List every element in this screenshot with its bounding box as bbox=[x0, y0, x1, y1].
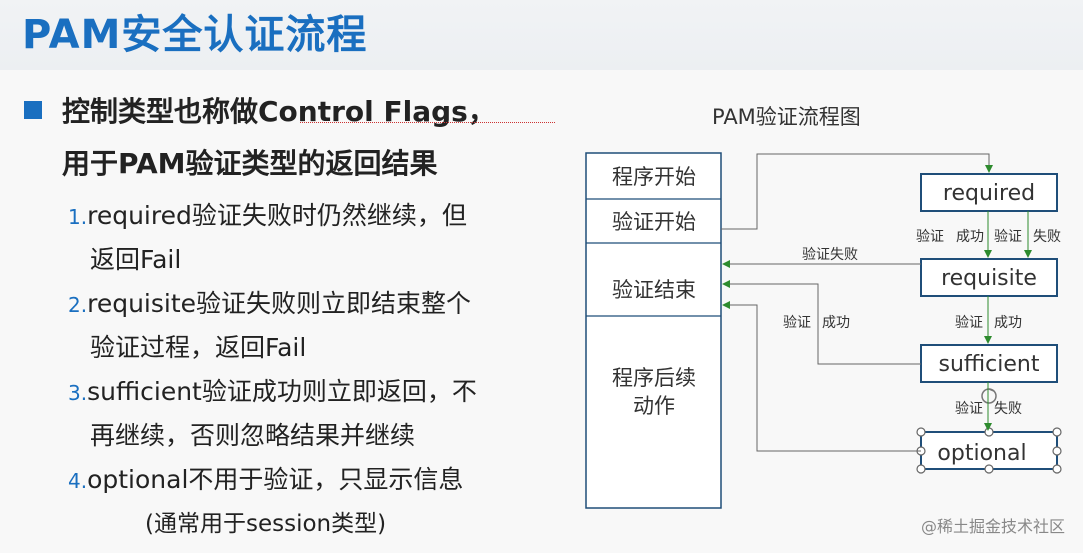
module-requisite bbox=[920, 258, 1058, 297]
list-item-number: 2. bbox=[68, 293, 88, 317]
spellcheck-underline bbox=[300, 122, 555, 123]
module-optional bbox=[920, 431, 1058, 470]
list-item-text: requisite验证失败则立即结束整个 bbox=[87, 289, 472, 318]
module-optional-label: optional bbox=[937, 441, 1026, 466]
list-item-text: optional不用于验证，只显示信息 bbox=[87, 465, 464, 494]
label-required-yan1: 验证 bbox=[916, 229, 944, 245]
label-success: 成功 bbox=[822, 315, 850, 331]
list-item-3: 3.sufficient验证成功则立即返回，不 bbox=[68, 372, 477, 408]
list-item-1-cont: 返回Fail bbox=[90, 245, 182, 274]
list-item-3-cont: 再继续，否则忽略结果并继续 bbox=[90, 421, 416, 450]
label-required-success: 成功 bbox=[956, 229, 984, 245]
label-sufficient-yan: 验证 bbox=[955, 401, 983, 417]
connector-optional-end bbox=[722, 301, 921, 452]
cell-auth-end: 验证结束 bbox=[612, 278, 696, 302]
module-sufficient bbox=[920, 344, 1058, 383]
module-requisite-label: requisite bbox=[941, 266, 1037, 291]
bullet-square-icon bbox=[24, 101, 42, 119]
label-auth-fail: 验证失败 bbox=[802, 247, 858, 263]
module-required bbox=[920, 173, 1058, 212]
connector-sufficient-success bbox=[722, 280, 921, 365]
program-column bbox=[585, 152, 722, 509]
list-item-4: 4.optional不用于验证，只显示信息 bbox=[68, 460, 463, 496]
cell-program-start: 程序开始 bbox=[612, 165, 696, 189]
diagram-title: PAM验证流程图 bbox=[712, 105, 861, 129]
label-sufficient-fail: 失败 bbox=[994, 401, 1022, 417]
watermark: @稀土掘金技术社区 bbox=[920, 517, 1065, 536]
label-required-yan2: 验证 bbox=[994, 229, 1022, 245]
selection-handles[interactable] bbox=[916, 427, 1062, 474]
title-bar bbox=[0, 0, 1083, 70]
list-item-text: required验证失败时仍然继续，但 bbox=[87, 201, 467, 230]
list-item-1: 1.required验证失败时仍然继续，但 bbox=[68, 196, 467, 232]
list-item-2-cont: 验证过程，返回Fail bbox=[90, 333, 307, 362]
label-required-fail: 失败 bbox=[1033, 229, 1061, 245]
cell-auth-start: 验证开始 bbox=[612, 210, 696, 234]
list-item-number: 4. bbox=[68, 469, 88, 493]
module-required-label: required bbox=[943, 181, 1035, 206]
connector-start-to-required bbox=[721, 153, 993, 230]
list-item-4-cont: (通常用于session类型) bbox=[145, 511, 387, 537]
module-sufficient-label: sufficient bbox=[939, 352, 1040, 377]
rotate-handle-icon[interactable] bbox=[981, 388, 997, 404]
label-requisite-success: 成功 bbox=[994, 315, 1022, 331]
label-requisite-yan: 验证 bbox=[955, 315, 983, 331]
slide-title: PAM安全认证流程 bbox=[22, 12, 368, 58]
cell-followup-2: 动作 bbox=[633, 394, 675, 418]
list-item-text: sufficient验证成功则立即返回，不 bbox=[87, 377, 477, 406]
list-item-number: 1. bbox=[68, 205, 88, 229]
label-success-yan: 验证 bbox=[783, 315, 811, 331]
heading-line-2: 用于PAM验证类型的返回结果 bbox=[62, 147, 438, 180]
list-item-number: 3. bbox=[68, 381, 88, 405]
cell-followup-1: 程序后续 bbox=[612, 366, 696, 390]
list-item-2: 2.requisite验证失败则立即结束整个 bbox=[68, 284, 471, 320]
